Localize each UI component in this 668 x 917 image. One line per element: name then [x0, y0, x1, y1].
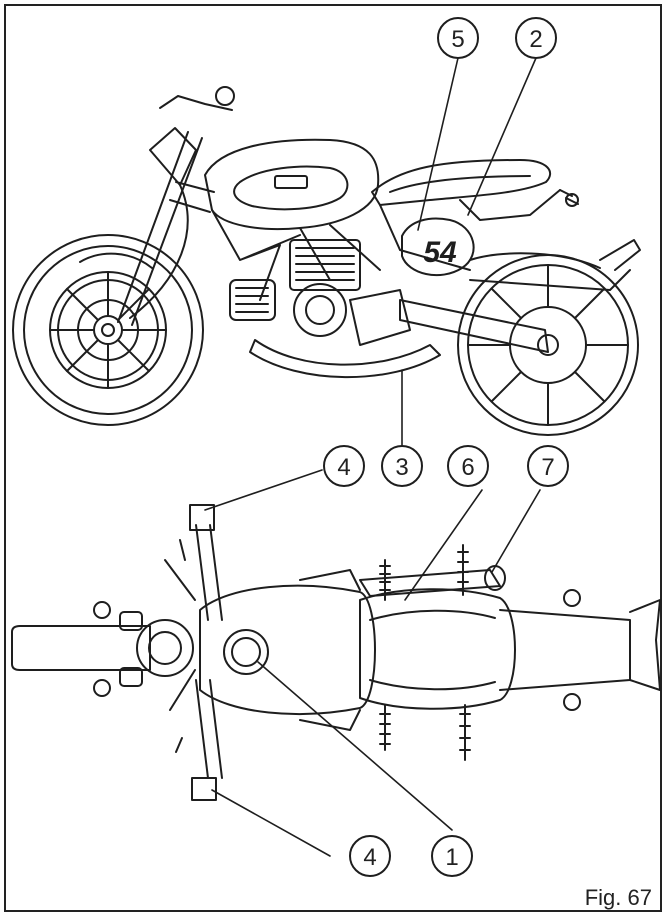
callout-6: 6	[447, 445, 489, 487]
handlebar	[164, 504, 223, 801]
race-number: 54	[423, 236, 457, 269]
callout-4-bottom-label: 4	[363, 844, 376, 871]
rear-wheel	[457, 254, 639, 436]
top-engine	[299, 569, 361, 731]
engine	[229, 239, 411, 346]
side-number-panel	[401, 217, 475, 277]
leader-lines	[204, 57, 541, 857]
top-fuel-tank	[199, 584, 376, 715]
top-front-wheel	[11, 625, 151, 671]
figure-caption: Fig. 67	[584, 885, 652, 910]
callout-7: 7	[527, 445, 569, 487]
top-seat	[359, 588, 516, 710]
rear-fender	[469, 239, 641, 271]
callout-2-label: 2	[529, 26, 542, 53]
swingarm	[399, 269, 631, 353]
frame-trellis	[211, 204, 471, 301]
front-brake	[77, 184, 189, 361]
exhaust	[249, 339, 441, 379]
callout-3: 3	[381, 445, 423, 487]
callout-3-label: 3	[395, 454, 408, 481]
side-view-motorcycle	[12, 86, 641, 436]
seat	[371, 159, 579, 221]
front-wheel	[12, 234, 204, 426]
callout-2: 2	[515, 17, 557, 59]
callout-7-label: 7	[541, 454, 554, 481]
callout-4-top-label: 4	[337, 454, 350, 481]
top-view-motorcycle	[11, 504, 661, 801]
callout-4-top: 4	[323, 445, 365, 487]
callout-4-bottom: 4	[349, 835, 391, 877]
callouts: 5 2 3 4 6 7 4	[323, 17, 569, 877]
callout-5-label: 5	[451, 26, 464, 53]
callout-5: 5	[437, 17, 479, 59]
callout-1-label: 1	[445, 844, 458, 871]
top-headlight	[93, 601, 194, 697]
callout-6-label: 6	[461, 454, 474, 481]
top-tail	[499, 589, 661, 711]
fuel-tank	[204, 138, 380, 231]
top-footpegs	[379, 544, 471, 761]
callout-1: 1	[431, 835, 473, 877]
